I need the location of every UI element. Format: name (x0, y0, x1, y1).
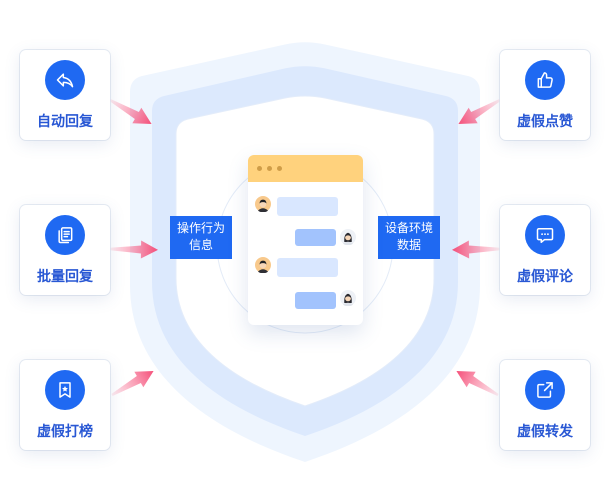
feature-card-label: 虚假转发 (517, 423, 573, 439)
thumbs-up-icon (537, 72, 553, 88)
feature-card-fake-comments: 虚假评论 (500, 205, 590, 295)
tag-line: 设备环境 (384, 221, 433, 235)
avatar-female (340, 290, 356, 306)
window-dot (266, 165, 272, 171)
icon-badge (45, 370, 85, 410)
arrow-right-middle (452, 240, 501, 259)
tag-line: 操作行为 (176, 221, 225, 235)
window-dot (276, 165, 282, 171)
feature-card-label: 批量回复 (37, 268, 93, 284)
chat-window-titlebar (248, 155, 363, 182)
feature-card-fake-ranking: 虚假打榜 (20, 360, 110, 450)
copy-icon (58, 227, 73, 244)
avatar-male (255, 196, 271, 212)
feature-card-label: 虚假打榜 (37, 423, 93, 439)
icon-badge (525, 215, 565, 255)
icon-badge (525, 370, 565, 410)
feature-card-fake-shares: 虚假转发 (500, 360, 590, 450)
chat-bubble-incoming (277, 197, 338, 216)
window-dot (256, 165, 262, 171)
chat-bubble-incoming (277, 258, 338, 277)
chat-bubble-outgoing (295, 292, 336, 309)
avatar-female (340, 229, 356, 245)
comment-icon (536, 228, 554, 243)
feature-card-label: 虚假点赞 (517, 113, 573, 129)
feature-card-fake-likes: 虚假点赞 (500, 50, 590, 140)
icon-badge (45, 215, 85, 255)
share-icon (537, 382, 553, 398)
chat-bubble-outgoing (295, 229, 336, 246)
arrow-left-middle (109, 240, 158, 259)
arrow-left-top (109, 98, 152, 124)
behavior-info-tag: 操作行为 信息 (170, 216, 232, 259)
arrow-right-bottom (456, 371, 499, 397)
tag-line: 数据 (396, 238, 421, 252)
feature-card-label: 虚假评论 (517, 268, 573, 284)
device-data-tag: 设备环境 数据 (378, 216, 440, 259)
bookmark-star-icon (59, 382, 71, 398)
tag-line: 信息 (188, 238, 213, 252)
feature-card-auto-reply: 自动回复 (20, 50, 110, 140)
arrow-left-bottom (111, 371, 154, 397)
reply-icon (56, 73, 74, 88)
feature-card-label: 自动回复 (37, 113, 93, 129)
icon-badge (525, 60, 565, 100)
chat-window (248, 155, 363, 325)
feature-card-batch-reply: 批量回复 (20, 205, 110, 295)
arrow-right-top (458, 98, 501, 124)
avatar-male (255, 257, 271, 273)
icon-badge (45, 60, 85, 100)
